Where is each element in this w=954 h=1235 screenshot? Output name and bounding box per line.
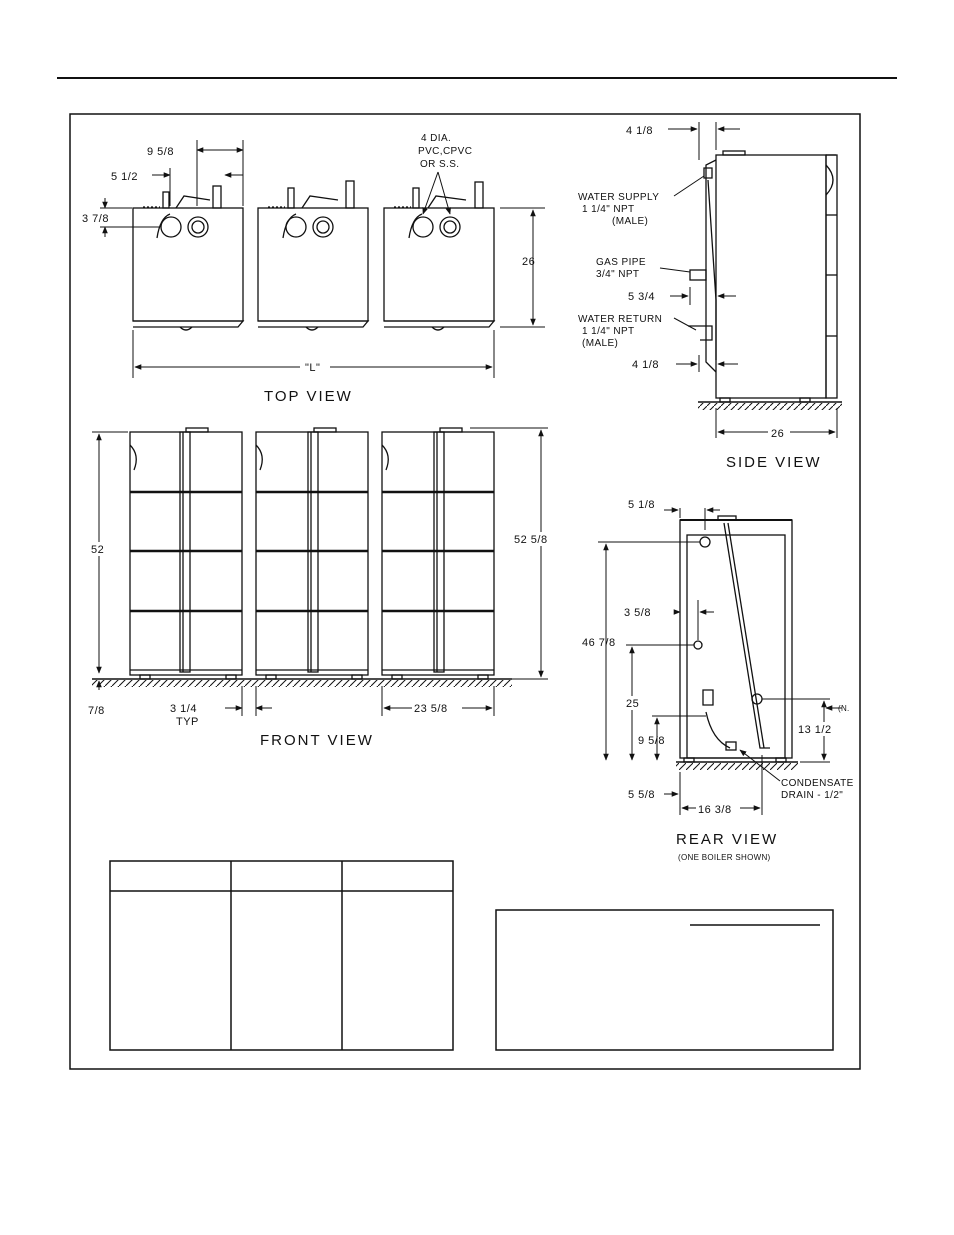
rear-view-title: REAR VIEW <box>676 831 778 848</box>
side-view-title: SIDE VIEW <box>726 454 822 471</box>
rear-dim-25: 25 <box>626 698 639 710</box>
gas-callout-2: 3/4" NPT <box>596 269 639 280</box>
front-dim-52-5-8: 52 5/8 <box>514 534 548 546</box>
supply-callout-2: 1 1/4" NPT <box>582 204 635 215</box>
top-dim-9-5-8: 9 5/8 <box>147 146 174 158</box>
return-callout-2: 1 1/4" NPT <box>582 326 635 337</box>
return-callout-1: WATER RETURN <box>578 314 662 325</box>
gas-callout-1: GAS PIPE <box>596 257 646 268</box>
top-dim-3-7-8: 3 7/8 <box>82 213 109 225</box>
condensate-callout-1: CONDENSATE <box>781 778 854 789</box>
side-dim-4-1-8-top: 4 1/8 <box>626 125 653 137</box>
front-ground-hatch <box>92 680 512 687</box>
supply-callout-1: WATER SUPPLY <box>578 192 659 203</box>
front-dim-3-1-4: 3 1/4 <box>170 703 197 715</box>
rear-dim-5-1-8: 5 1/8 <box>628 499 655 511</box>
rear-view-subtitle: (ONE BOILER SHOWN) <box>678 853 771 862</box>
front-dim-7-8: 7/8 <box>88 705 105 717</box>
supply-callout-3: (MALE) <box>612 216 648 227</box>
front-view-title: FRONT VIEW <box>260 732 374 749</box>
rear-dim-cut: (N. <box>838 704 850 713</box>
return-callout-3: (MALE) <box>582 338 618 349</box>
front-dim-23-5-8: 23 5/8 <box>414 703 448 715</box>
rear-dim-46-7-8: 46 7/8 <box>582 637 616 649</box>
rear-dim-5-5-8: 5 5/8 <box>628 789 655 801</box>
top-dim-l: "L" <box>305 362 320 374</box>
rear-dim-16-3-8: 16 3/8 <box>698 804 732 816</box>
dimension-table <box>109 860 454 1051</box>
top-view-title: TOP VIEW <box>264 388 353 405</box>
side-dim-26: 26 <box>771 428 784 440</box>
rear-dim-13-1-2: 13 1/2 <box>798 724 832 736</box>
front-dim-52: 52 <box>91 544 104 556</box>
top-dim-26: 26 <box>522 256 535 268</box>
drawing-frame <box>69 113 861 1070</box>
side-view <box>659 122 842 438</box>
condensate-callout-2: DRAIN - 1/2" <box>781 790 843 801</box>
rear-dim-3-5-8: 3 5/8 <box>624 607 651 619</box>
side-dim-4-1-8-bot: 4 1/8 <box>632 359 659 371</box>
notes-box <box>495 909 834 1051</box>
front-view <box>92 427 548 716</box>
side-dim-5-3-4: 5 3/4 <box>628 291 655 303</box>
top-dim-5-1-2: 5 1/2 <box>111 171 138 183</box>
side-ground-hatch <box>698 403 842 410</box>
vent-note-line1: 4 DIA. <box>421 133 451 144</box>
vent-note-line3: OR S.S. <box>420 159 459 170</box>
top-view <box>100 140 545 378</box>
rear-ground-hatch <box>676 763 798 770</box>
rear-dim-9-5-8: 9 5/8 <box>638 735 665 747</box>
front-dim-typ: TYP <box>176 716 199 728</box>
vent-note-line2: PVC,CPVC <box>418 146 472 157</box>
